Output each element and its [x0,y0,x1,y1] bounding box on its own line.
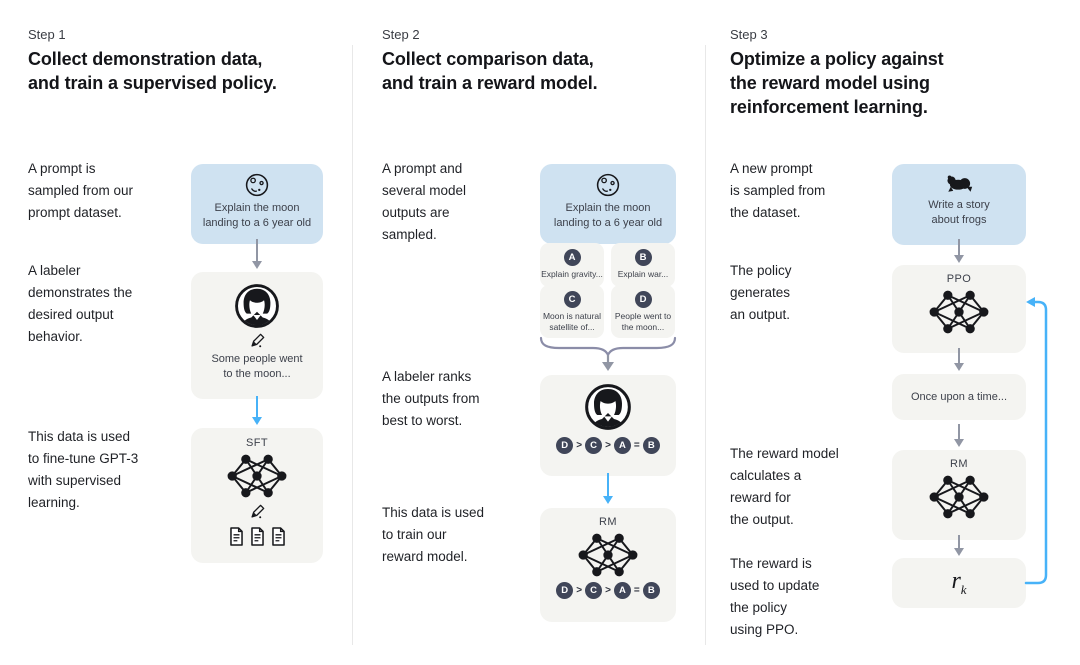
step-1-label: Step 1 [28,27,66,42]
step-3-prompt-text: Write a story about frogs [928,199,990,226]
neural-network-icon [226,453,288,499]
documents-row [228,526,287,547]
step-2-caption-sample: A prompt and several model outputs are s… [382,161,467,242]
step-2-caption-rank: A labeler ranks the outputs from best to… [382,369,480,428]
moon-icon [595,172,621,198]
step-1-prompt-text: Explain the moon landing to a 6 year old [202,202,312,229]
ranking-row: D > C > A = B [556,437,660,454]
rank-badge: B [642,582,660,599]
sft-label: SFT [246,437,268,449]
frog-icon [945,173,973,194]
rm-label: RM [599,516,617,528]
document-icon [270,526,287,547]
arrow-down-gray-icon [252,239,262,269]
feedback-loop-arrow-icon [1024,297,1048,585]
brace-bracket-icon [539,336,677,371]
step-3-caption-prompt: A new prompt is sampled from the dataset… [730,161,826,220]
labeler-avatar-icon [234,283,280,329]
rank-separator: > [605,440,611,451]
step-3-output-box: Once upon a time... [892,374,1026,420]
rm-label: RM [950,458,968,470]
step-1-demo-text: Some people went to the moon... [211,353,303,380]
pencil-icon [249,332,266,349]
rank-separator: > [576,585,583,596]
document-icon [249,526,266,547]
rank-separator: > [605,585,611,596]
neural-network-icon [577,532,639,578]
output-d-text: People went to the moon... [614,311,672,332]
step-2-prompt-text: Explain the moon landing to a 6 year old [553,202,663,229]
ranking-row: D > C > A = B [556,582,660,599]
rank-badge: B [642,437,660,454]
rank-badge: D [556,437,574,454]
step-1-labeler-box: Some people went to the moon... [191,272,323,399]
step-3-reward-box: rk [892,558,1026,608]
step-2-title: Collect comparison data, and train a rew… [382,49,598,93]
neural-network-icon [928,474,990,520]
reward-subscript: k [960,581,967,597]
rank-separator: = [633,585,640,596]
document-icon [228,526,245,547]
output-a-text: Explain gravity... [541,269,603,279]
step-3-output-text: Once upon a time... [911,390,1007,403]
output-card-a: A Explain gravity... [540,243,604,287]
step-3-rm-model-box: RM [892,450,1026,540]
step-1-caption-prompt: A prompt is sampled from our prompt data… [28,161,134,220]
reward-symbol: r [951,568,961,595]
step-3-caption-policy: The policy generates an output. [730,263,792,322]
arrow-down-gray-icon [954,239,964,263]
step-2-caption-train: This data is used to train our reward mo… [382,505,485,564]
rank-badge: C [585,582,603,599]
step-3-caption-reward: The reward model calculates a reward for… [730,446,839,527]
rank-separator: > [576,440,583,451]
reward-value: rk [951,568,966,598]
rank-badge: D [556,582,574,599]
output-card-d: D People went to the moon... [611,285,675,338]
moon-icon [244,172,270,198]
rank-separator: = [633,440,640,451]
arrow-down-gray-icon [954,348,964,371]
step-1-caption-labeler: A labeler demonstrates the desired outpu… [28,263,133,344]
step-3-caption-update: The reward is used to update the policy … [730,556,820,637]
rank-badge: A [613,582,631,599]
neural-network-icon [928,289,990,335]
rank-badge: A [613,437,631,454]
step-1-prompt-box: Explain the moon landing to a 6 year old [191,164,323,244]
output-card-c: C Moon is natural satellite of... [540,285,604,338]
step-2-rm-model-box: RM D > C > A = B [540,508,676,622]
arrow-down-blue-icon [603,473,613,504]
arrow-down-blue-icon [252,396,262,425]
step-1-sft-model-box: SFT [191,428,323,563]
step-3-title: Optimize a policy against the reward mod… [730,49,944,117]
arrow-down-gray-icon [954,535,964,556]
ppo-label: PPO [946,273,972,285]
output-card-b: B Explain war... [611,243,675,287]
badge-d: D [634,291,652,308]
pencil-icon [249,503,266,520]
step-2-labeler-box: D > C > A = B [540,375,676,476]
badge-b: B [634,249,652,266]
output-c-text: Moon is natural satellite of... [542,311,602,332]
rank-badge: C [585,437,603,454]
column-divider-1 [352,45,353,645]
step-2-prompt-box: Explain the moon landing to a 6 year old [540,164,676,244]
column-divider-2 [705,45,706,645]
step-3-ppo-policy-box: PPO [892,265,1026,353]
step-2-label: Step 2 [382,27,420,42]
step-3-label: Step 3 [730,27,768,42]
step-1-title: Collect demonstration data, and train a … [28,49,277,93]
badge-a: A [563,249,581,266]
labeler-avatar-icon [584,383,632,431]
arrow-down-gray-icon [954,424,964,447]
badge-c: C [563,291,581,308]
output-b-text: Explain war... [617,269,669,279]
step-1-caption-train: This data is used to fine-tune GPT-3 wit… [28,429,139,510]
step-3-prompt-box: Write a story about frogs [892,164,1026,245]
